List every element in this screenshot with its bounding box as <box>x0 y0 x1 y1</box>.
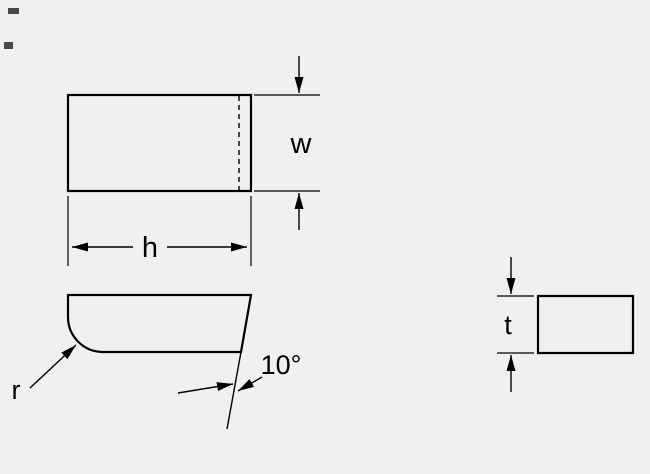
t-dimension: t <box>497 257 534 392</box>
artifact-speck <box>4 42 13 49</box>
end-view <box>536 294 635 355</box>
w-dimension: w <box>254 56 320 230</box>
angle-label: 10° <box>261 350 302 380</box>
angle-callout: 10° <box>177 350 302 430</box>
end-view-outline <box>536 294 635 355</box>
screen-artifacts <box>4 8 19 49</box>
angle-arrow-right <box>237 376 263 392</box>
w-label: w <box>290 128 313 160</box>
radius-leader-line <box>29 344 77 389</box>
artifact-speck <box>8 8 19 14</box>
side-view <box>66 293 253 354</box>
side-view-outline <box>66 293 253 354</box>
h-label: h <box>142 232 158 264</box>
radius-callout: r <box>12 344 77 405</box>
t-label: t <box>504 310 512 340</box>
top-view <box>66 93 253 193</box>
radius-label: r <box>12 375 21 405</box>
angle-arrow-left <box>177 382 234 394</box>
h-dimension: h <box>67 196 252 266</box>
top-view-outline <box>66 93 253 193</box>
angle-extension-line <box>226 351 242 430</box>
